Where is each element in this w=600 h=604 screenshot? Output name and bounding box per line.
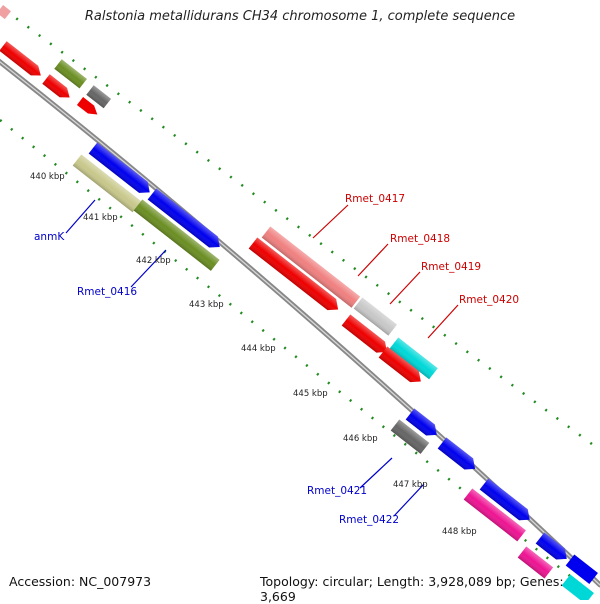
gene-label-rmet-0422: Rmet_0422 <box>339 514 399 526</box>
gene-silver <box>353 297 397 336</box>
gene-red-4 <box>248 237 339 311</box>
gene-label-rmet-0416: Rmet_0416 <box>77 286 137 298</box>
gene-salmon <box>261 226 361 308</box>
gene-magenta-2 <box>517 546 554 579</box>
gene-blue-5 <box>479 478 530 521</box>
tick-label: 443 kbp <box>189 300 224 310</box>
gene-label-anmk: anmK <box>34 231 65 243</box>
tick-label: 441 kbp <box>83 213 118 223</box>
gene-blue-7 <box>565 554 598 584</box>
tick-label: 442 kbp <box>136 256 171 266</box>
gene-blue-4 <box>437 437 476 470</box>
gene-label-rmet-0417: Rmet_0417 <box>345 193 405 205</box>
gene-red-6 <box>378 346 421 383</box>
tick-guides <box>0 8 600 600</box>
gene-red-5 <box>341 314 387 353</box>
gene-magenta <box>463 488 526 542</box>
gene-cyan <box>389 337 438 380</box>
gene-label-rmet-0420: Rmet_0420 <box>459 294 519 306</box>
gene-red-1 <box>0 41 41 76</box>
gene-khaki <box>72 154 142 213</box>
gene-red-3 <box>76 97 98 115</box>
gene-label-rmet-0421: Rmet_0421 <box>307 485 367 497</box>
map-title: Ralstonia metallidurans CH34 chromosome … <box>84 9 516 24</box>
gene-cyan-2 <box>561 574 594 600</box>
tick-label: 444 kbp <box>241 344 276 354</box>
gene-red-2 <box>42 74 70 98</box>
tick-label: 447 kbp <box>393 480 428 490</box>
tick-label: 446 kbp <box>343 434 378 444</box>
gene-blue-1 <box>88 142 150 193</box>
gene-gray-1 <box>86 85 112 109</box>
tick-label: 440 kbp <box>30 172 65 182</box>
gene-blue-2 <box>147 188 220 248</box>
label-leaders <box>65 199 459 517</box>
gene-features <box>0 5 598 600</box>
tick-labels: 440 kbp 441 kbp 442 kbp 443 kbp 444 kbp … <box>30 172 477 537</box>
gene-olive-1 <box>54 59 87 89</box>
gene-pink-top <box>0 5 11 20</box>
gene-blue-3 <box>405 408 437 436</box>
gene-label-rmet-0419: Rmet_0419 <box>421 261 481 273</box>
gene-olive-2 <box>133 199 220 271</box>
accession-text: Accession: NC_007973 <box>9 574 152 589</box>
gene-gray-2 <box>390 419 430 454</box>
gene-labels: anmK Rmet_0416 Rmet_0417 Rmet_0418 Rmet_… <box>34 193 519 526</box>
tick-label: 445 kbp <box>293 389 328 399</box>
tick-label: 448 kbp <box>442 527 477 537</box>
gene-label-rmet-0418: Rmet_0418 <box>390 233 450 245</box>
gene-blue-6 <box>535 532 567 560</box>
